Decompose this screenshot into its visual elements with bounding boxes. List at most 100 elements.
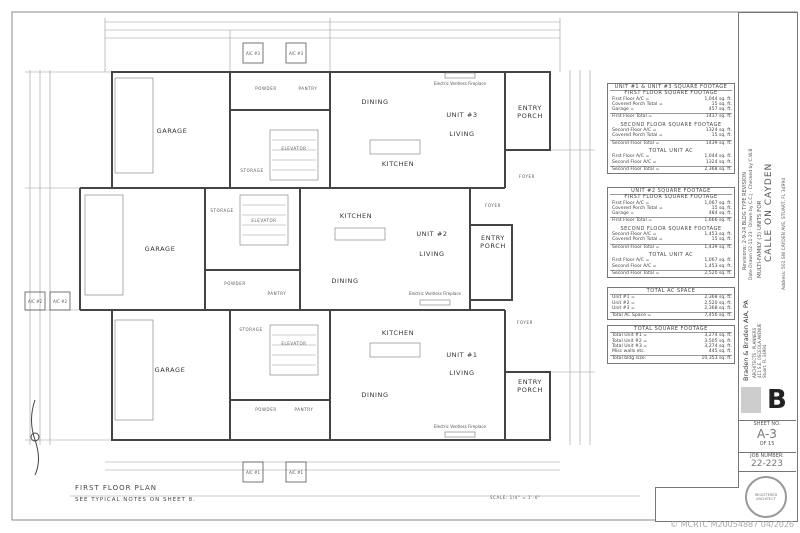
table-row: Total Unit #2 =3,505 sq. ft. [610,339,732,344]
row-label: First Floor Total = [612,218,653,224]
row-value: 15 sq. ft. [711,237,732,243]
row-value: 1324 sq. ft. [705,128,732,134]
table-title: UNIT #1 & UNIT #3 SQUARE FOOTAGE [610,84,732,92]
room-foyer: FOYER [519,174,535,179]
table-row: Garage =457 sq. ft. [610,107,732,112]
row-value: 10,353 sq. ft. [701,356,732,362]
walls [79,71,551,441]
firm-city: Stuart, FL 34994 [762,344,767,378]
row-value: 2,368 sq. ft. [704,305,732,311]
row-label: Misc walls etc. [612,349,646,355]
table-row: Second Floor A/C =1,453 sq. ft. [610,264,732,269]
row-label: Total Unit #1 = [612,333,648,339]
total-row: Second Floor Total =1439 sq. ft. [610,139,732,146]
date-label: Date Drawn [749,253,754,280]
total-row: Total bldg size: 10,353 sq. ft. [610,355,732,361]
project-line1: MULTI-FAMILY (3) UNITS FOR [757,200,763,279]
section-heading: TOTAL UNIT AC [648,147,694,154]
fixtures [84,72,476,438]
room-powder: POWDER [255,407,277,412]
ac-label: A/C #1 [246,470,261,475]
seal-text: REGISTERED ARCHITECT [754,493,778,501]
room-kitchen: KITCHEN [382,329,414,337]
total-row: Second Floor Total =1,439 sq. ft. [610,243,732,250]
row-value: 15 sq. ft. [711,205,732,211]
row-value: 2,368 sq. ft. [704,166,732,172]
architect-seal: REGISTERED ARCHITECT [745,476,787,518]
row-label: Second Floor Total = [612,270,660,276]
row-label: Total AC Space = [612,313,652,319]
total-row: Second Floor Total = 2,368 sq. ft. [610,165,732,172]
row-label: Unit #2 = [612,300,635,306]
ac-label: A/C #1 [289,470,304,475]
bottom-title-cell [655,487,739,522]
row-value: 3,505 sq. ft. [704,338,732,344]
row-value: 15 sq. ft. [711,101,732,107]
row-label: Unit #3 = [612,305,635,311]
row-label: Total bldg size: [612,356,647,362]
room-kitchen: KITCHEN [340,212,372,220]
row-label: First Floor A/C = [612,258,650,264]
job-number: 22-223 [751,459,783,469]
total-row: First Floor Total =1437 sq. ft. [610,113,732,119]
row-label: Covered Porch Total = [612,101,663,107]
room-entry-porch: PORCH [517,112,543,120]
table-row: Second Floor A/C =1324 sq. ft. [610,128,732,133]
table-row: Covered Porch Total =15 sq. ft. [610,133,732,138]
table-title: UNIT #2 SQUARE FOOTAGE [610,188,732,196]
row-value: 7,456 sq. ft. [704,313,732,319]
table-row: Misc walls etc. 445 sq. ft. [610,349,732,354]
section-heading: SECOND FLOOR SQUARE FOOTAGE [620,225,722,232]
room-storage: STORAGE [240,168,263,173]
row-value: 1,044 sq. ft. [704,154,732,160]
title-block [738,12,798,522]
table-row: First Floor A/C =1,067 sq. ft. [610,201,732,206]
table-row: First Floor A/C =1,067 sq. ft. [610,258,732,263]
table-row: Total Unit #1 =3,274 sq. ft. [610,333,732,338]
revisions-label: Revisions [742,246,748,270]
room-living: LIVING [419,250,444,258]
room-pantry: PANTRY [299,86,318,91]
unit-3-labels: GARAGE POWDER PANTRY STORAGE ELEVATOR DI… [157,86,543,179]
row-value: 1,044 sq. ft. [704,96,732,102]
table-row: First Floor A/C =1,044 sq. ft. [610,97,732,102]
checked-value: C.W.B [749,148,754,162]
room-dining: DINING [361,98,388,106]
row-label: Second Floor Total = [612,166,660,172]
table-row: First Floor A/C =1,044 sq. ft. [610,154,732,159]
row-value: 1,067 sq. ft. [704,200,732,206]
row-label: Garage = [612,107,635,113]
room-entry-porch: ENTRY [518,104,542,112]
row-label: Second Floor A/C = [612,263,657,269]
room-entry-porch: PORCH [480,242,506,250]
logo-block [741,387,761,413]
row-value: 445 sq. ft. [708,349,732,355]
row-label: Second Floor A/C = [612,159,657,165]
section-heading: FIRST FLOOR SQUARE FOOTAGE [624,90,718,97]
room-foyer: FOYER [485,203,501,208]
room-entry-porch: ENTRY [518,378,542,386]
room-storage: STORAGE [210,208,233,213]
unit-label: UNIT #1 [446,351,477,359]
ac-label: A/C #3 [289,51,304,56]
row-label: Covered Porch Total = [612,133,663,139]
drawn-value: C.C.J [749,193,754,205]
project-address: Address: 501 SW CAYDEN AVE, STUART, FL 3… [782,177,787,290]
room-pantry: PANTRY [295,407,314,412]
room-elevator: ELEVATOR [281,146,306,151]
revisions: Revisions: 2-9-24 BLDG TYPE REVISION [742,172,748,270]
drawing-title: FIRST FLOOR PLAN [75,484,157,492]
sheet-label: SHEET NO. [753,421,781,427]
row-label: Total Unit #3 = [612,343,648,349]
room-living: LIVING [449,369,474,377]
row-value: 1437 sq. ft. [705,114,732,120]
room-dining: DINING [331,277,358,285]
fireplace-note: Electric Ventless Fireplace [434,424,487,429]
watermark: © MCRTC M20054887 04/2026 [670,520,794,529]
total-row: Second Floor Total =2,520 sq. ft. [610,269,732,276]
fireplace-note: Electric Ventless Fireplace [409,291,462,296]
